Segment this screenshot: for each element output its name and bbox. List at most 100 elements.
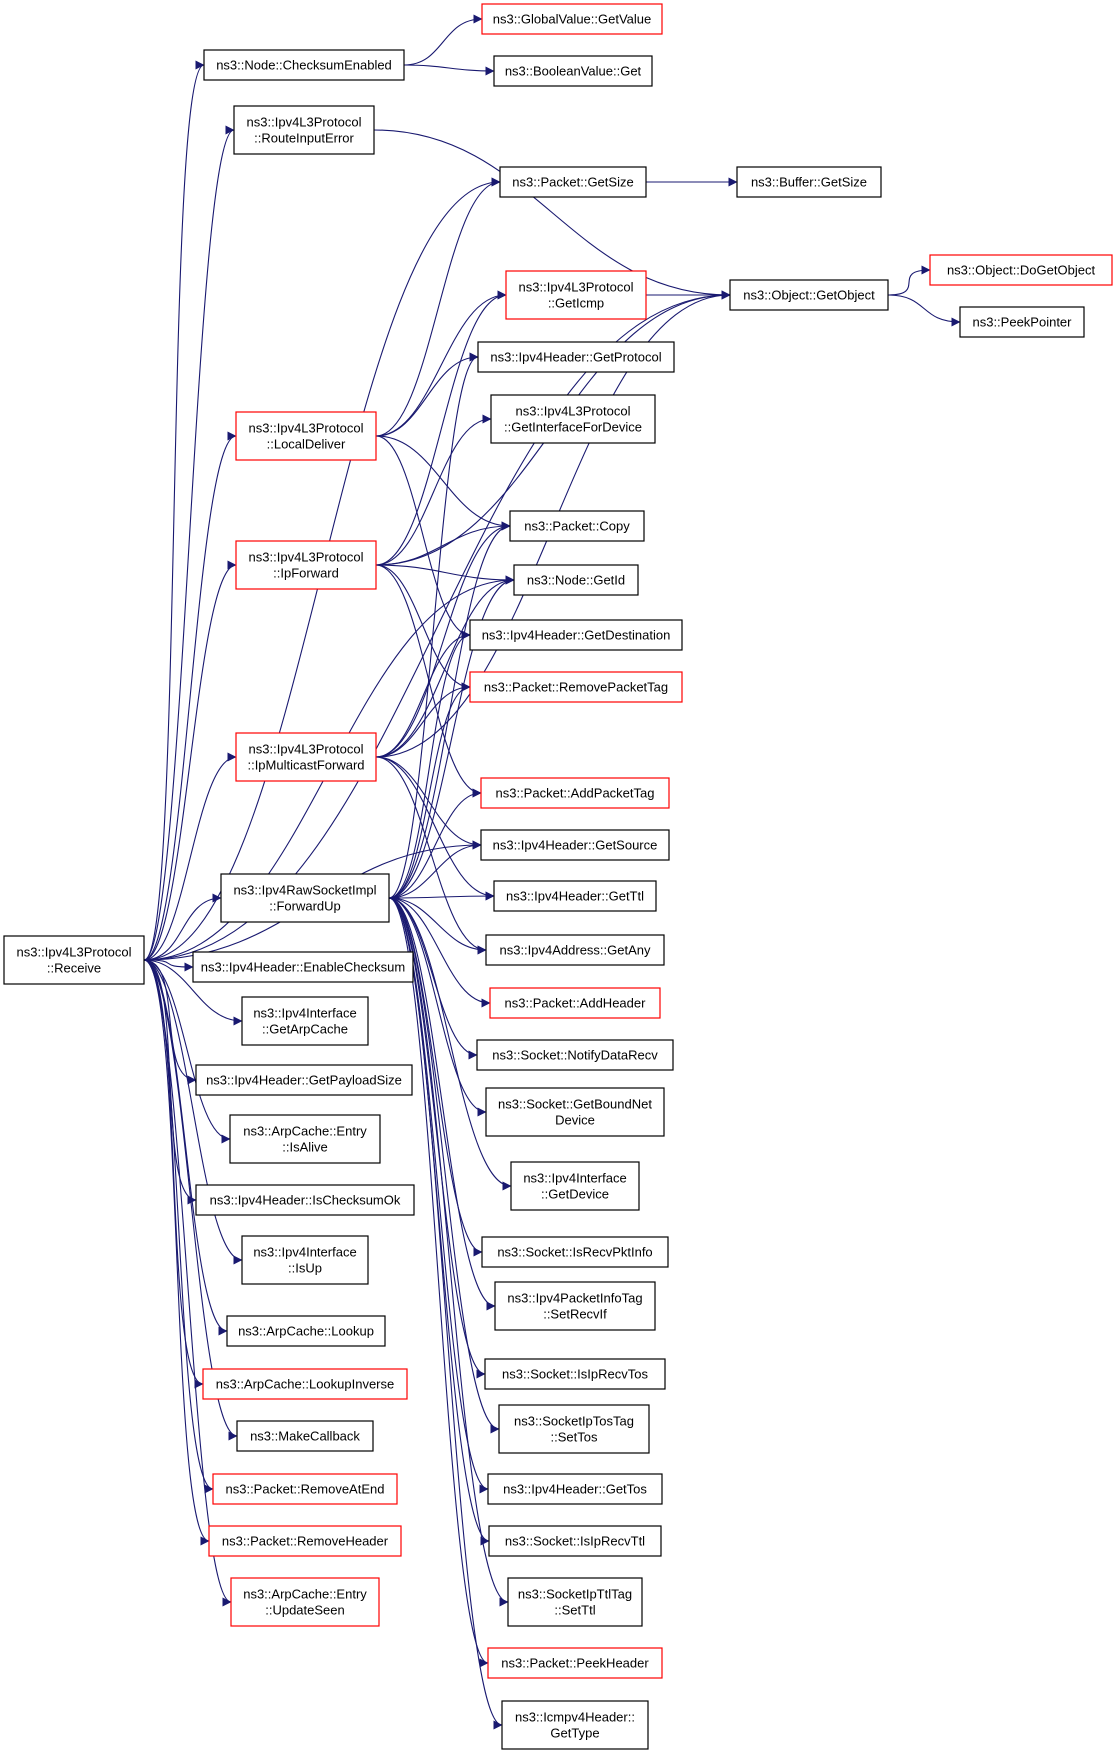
- node-getIcmp-label-line-0: ns3::Ipv4L3Protocol: [519, 280, 634, 295]
- node-ifGetDevice-label-line-1: ::GetDevice: [541, 1187, 609, 1202]
- edge-receive-to-updateSeen: [143, 959, 232, 1607]
- node-packetGetSize-box: [499, 166, 647, 198]
- node-icmpGetType-label-line-1: GetType: [550, 1726, 599, 1741]
- node-isAlive[interactable]: ns3::ArpCache::Entry::IsAlive: [229, 1114, 381, 1164]
- node-booleanGet[interactable]: ns3::BooleanValue::Get: [493, 55, 653, 87]
- node-packetGetSize[interactable]: ns3::Packet::GetSize: [499, 166, 647, 198]
- node-localDeliver[interactable]: ns3::Ipv4L3Protocol::LocalDeliver: [235, 411, 377, 461]
- node-bufferGetSize-label-line-0: ns3::Buffer::GetSize: [751, 175, 867, 190]
- node-isIpRecvTos[interactable]: ns3::Socket::IsIpRecvTos: [484, 1358, 666, 1390]
- edges-layer: [143, 14, 961, 1730]
- node-ifGetDevice[interactable]: ns3::Ipv4Interface::GetDevice: [510, 1161, 640, 1211]
- node-ipForward[interactable]: ns3::Ipv4L3Protocol::IpForward: [235, 540, 377, 590]
- edge-receive-to-ipMulticastForward: [143, 752, 237, 961]
- node-getAny[interactable]: ns3::Ipv4Address::GetAny: [485, 934, 665, 966]
- node-getInterfaceForDevice-label-line-1: ::GetInterfaceForDevice: [504, 420, 642, 435]
- node-removeAtEnd[interactable]: ns3::Packet::RemoveAtEnd: [212, 1473, 398, 1505]
- node-lookupInverse-box: [202, 1368, 408, 1400]
- node-forwardUp[interactable]: ns3::Ipv4RawSocketImpl::ForwardUp: [220, 873, 390, 923]
- node-localDeliver-label-line-1: ::LocalDeliver: [267, 437, 346, 452]
- node-ifGetDevice-label-line-0: ns3::Ipv4Interface: [523, 1171, 626, 1186]
- node-getIcmp[interactable]: ns3::Ipv4L3Protocol::GetIcmp: [505, 270, 647, 320]
- node-doGetObject[interactable]: ns3::Object::DoGetObject: [929, 254, 1113, 286]
- node-getSource[interactable]: ns3::Ipv4Header::GetSource: [480, 829, 670, 861]
- node-arpLookup[interactable]: ns3::ArpCache::Lookup: [226, 1315, 386, 1347]
- node-isChecksumOk-label-line-0: ns3::Ipv4Header::IsChecksumOk: [210, 1193, 401, 1208]
- edge-forwardUp-to-ifGetDevice: [388, 897, 512, 1191]
- node-isUp-label-line-1: ::IsUp: [288, 1261, 322, 1276]
- node-isAlive-box: [229, 1114, 381, 1164]
- node-objectGetObject[interactable]: ns3::Object::GetObject: [729, 279, 889, 311]
- node-peekHeader[interactable]: ns3::Packet::PeekHeader: [487, 1647, 663, 1679]
- edge-receive-to-removeAtEnd: [143, 959, 214, 1494]
- node-removePacketTag-label-line-0: ns3::Packet::RemovePacketTag: [484, 680, 668, 695]
- node-objectGetObject-box: [729, 279, 889, 311]
- edge-ipForward-to-getIcmp: [375, 290, 507, 566]
- node-isChecksumOk[interactable]: ns3::Ipv4Header::IsChecksumOk: [195, 1184, 415, 1216]
- node-ipForward-box: [235, 540, 377, 590]
- node-checksumEnabled-label-line-0: ns3::Node::ChecksumEnabled: [216, 58, 392, 73]
- node-getInterfaceForDevice[interactable]: ns3::Ipv4L3Protocol::GetInterfaceForDevi…: [490, 394, 656, 444]
- node-icmpGetType-label-line-0: ns3::Icmpv4Header::: [515, 1710, 635, 1725]
- node-setTos[interactable]: ns3::SocketIpTosTag::SetTos: [498, 1404, 650, 1454]
- node-setTtl[interactable]: ns3::SocketIpTtlTag::SetTtl: [507, 1577, 643, 1627]
- node-removeHeader-label-line-0: ns3::Packet::RemoveHeader: [222, 1534, 389, 1549]
- node-icmpGetType[interactable]: ns3::Icmpv4Header::GetType: [501, 1700, 649, 1750]
- node-removeAtEnd-label-line-0: ns3::Packet::RemoveAtEnd: [226, 1482, 385, 1497]
- node-getProtocol-box: [477, 341, 675, 373]
- node-addPacketTag-label-line-0: ns3::Packet::AddPacketTag: [496, 786, 655, 801]
- node-getAny-label-line-0: ns3::Ipv4Address::GetAny: [499, 943, 651, 958]
- edge-objectGetObject-to-peekPointer: [887, 294, 961, 327]
- node-peekPointer[interactable]: ns3::PeekPointer: [959, 306, 1085, 338]
- node-notifyDataRecv[interactable]: ns3::Socket::NotifyDataRecv: [476, 1039, 674, 1071]
- node-addPacketTag[interactable]: ns3::Packet::AddPacketTag: [480, 777, 670, 809]
- node-enableChecksum-box: [192, 951, 414, 983]
- edge-forwardUp-to-setRecvIf: [388, 897, 496, 1311]
- node-getAny-box: [485, 934, 665, 966]
- node-enableChecksum[interactable]: ns3::Ipv4Header::EnableChecksum: [192, 951, 414, 983]
- node-isIpRecvTtl[interactable]: ns3::Socket::IsIpRecvTtl: [488, 1525, 662, 1557]
- node-makeCallback[interactable]: ns3::MakeCallback: [236, 1420, 374, 1452]
- node-ipMulticastForward[interactable]: ns3::Ipv4L3Protocol::IpMulticastForward: [235, 732, 377, 782]
- node-isRecvPktInfo-box: [481, 1236, 669, 1268]
- node-getArpCache-label-line-0: ns3::Ipv4Interface: [253, 1006, 356, 1021]
- node-routeInputError[interactable]: ns3::Ipv4L3Protocol::RouteInputError: [233, 105, 375, 155]
- node-getTtl[interactable]: ns3::Ipv4Header::GetTtl: [493, 880, 657, 912]
- node-isUp[interactable]: ns3::Ipv4Interface::IsUp: [241, 1235, 369, 1285]
- edge-localDeliver-to-getIcmp: [375, 290, 507, 437]
- node-globalGetValue[interactable]: ns3::GlobalValue::GetValue: [481, 3, 663, 35]
- node-setRecvIf[interactable]: ns3::Ipv4PacketInfoTag::SetRecvIf: [494, 1281, 656, 1331]
- edge-forwardUp-to-removePacketTag: [388, 682, 471, 899]
- node-packetCopy[interactable]: ns3::Packet::Copy: [509, 510, 645, 542]
- node-removePacketTag[interactable]: ns3::Packet::RemovePacketTag: [469, 671, 683, 703]
- edge-ipMulticastForward-to-getTtl: [375, 756, 495, 901]
- edge-localDeliver-to-packetGetSize: [375, 177, 501, 437]
- node-lookupInverse[interactable]: ns3::ArpCache::LookupInverse: [202, 1368, 408, 1400]
- node-isRecvPktInfo[interactable]: ns3::Socket::IsRecvPktInfo: [481, 1236, 669, 1268]
- node-getTos[interactable]: ns3::Ipv4Header::GetTos: [487, 1473, 663, 1505]
- node-isUp-label-line-0: ns3::Ipv4Interface: [253, 1245, 356, 1260]
- node-checksumEnabled[interactable]: ns3::Node::ChecksumEnabled: [203, 49, 405, 81]
- edge-receive-to-arpLookup: [143, 959, 228, 1336]
- node-nodeGetId[interactable]: ns3::Node::GetId: [513, 564, 639, 596]
- node-getBoundNetDevice-label-line-1: Device: [555, 1113, 595, 1128]
- node-forwardUp-label-line-0: ns3::Ipv4RawSocketImpl: [233, 883, 376, 898]
- node-getTtl-box: [493, 880, 657, 912]
- node-localDeliver-box: [235, 411, 377, 461]
- node-addHeader[interactable]: ns3::Packet::AddHeader: [489, 987, 661, 1019]
- node-removeHeader[interactable]: ns3::Packet::RemoveHeader: [208, 1525, 402, 1557]
- node-bufferGetSize[interactable]: ns3::Buffer::GetSize: [736, 166, 882, 198]
- edge-objectGetObject-to-doGetObject: [887, 265, 931, 296]
- node-getPayloadSize[interactable]: ns3::Ipv4Header::GetPayloadSize: [195, 1064, 413, 1096]
- node-getArpCache[interactable]: ns3::Ipv4Interface::GetArpCache: [241, 996, 369, 1046]
- node-ifGetDevice-box: [510, 1161, 640, 1211]
- node-getProtocol[interactable]: ns3::Ipv4Header::GetProtocol: [477, 341, 675, 373]
- edge-receive-to-getArpCache: [143, 959, 243, 1026]
- node-setRecvIf-label-line-0: ns3::Ipv4PacketInfoTag: [507, 1291, 642, 1306]
- node-updateSeen[interactable]: ns3::ArpCache::Entry::UpdateSeen: [230, 1577, 380, 1627]
- node-getDestination[interactable]: ns3::Ipv4Header::GetDestination: [469, 619, 683, 651]
- edge-checksumEnabled-to-globalGetValue: [403, 14, 483, 66]
- node-enableChecksum-label-line-0: ns3::Ipv4Header::EnableChecksum: [201, 960, 406, 975]
